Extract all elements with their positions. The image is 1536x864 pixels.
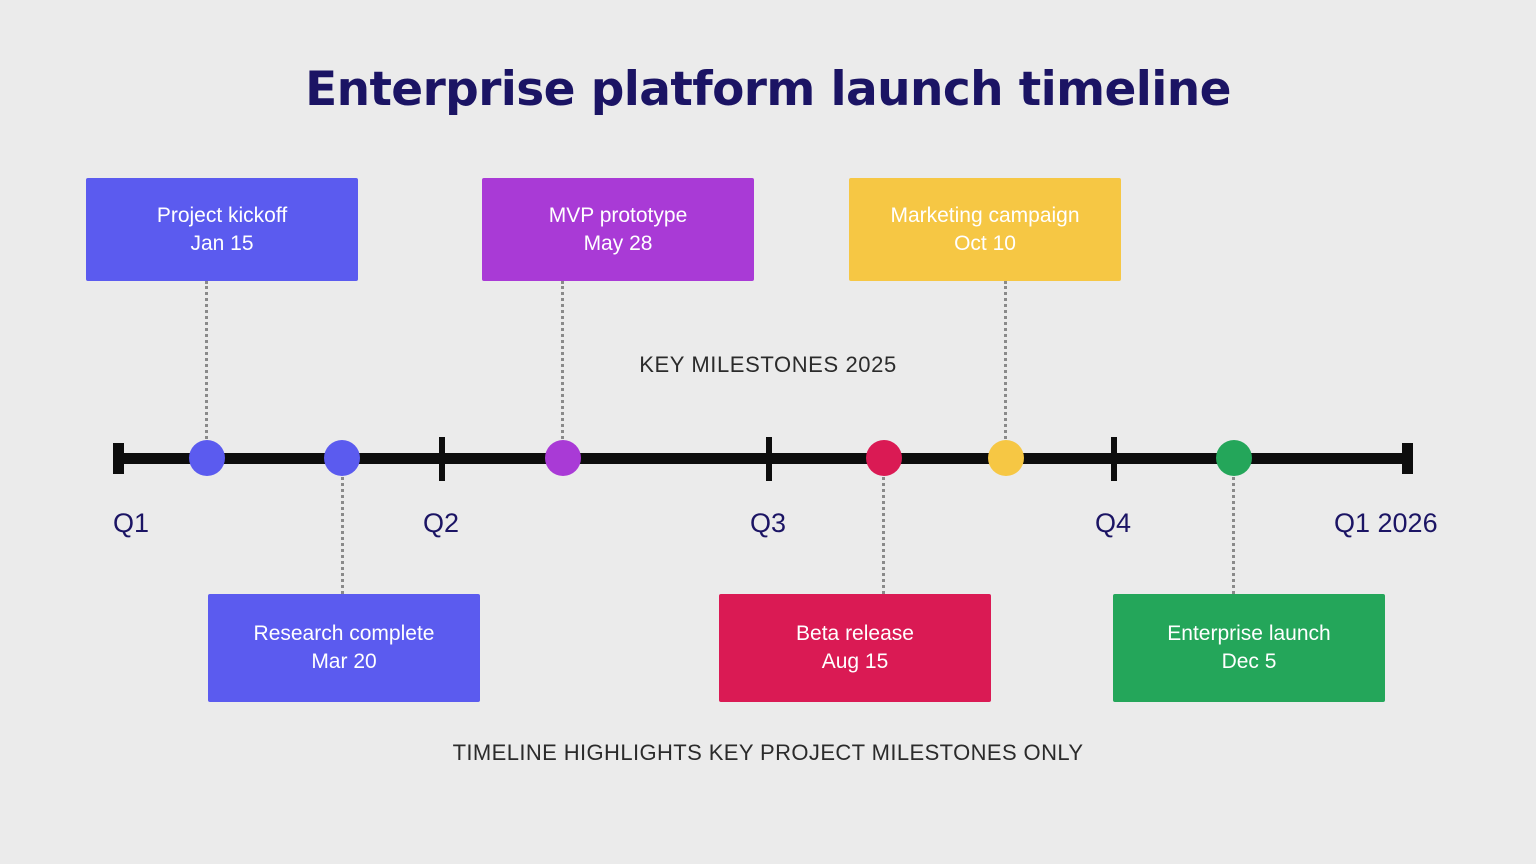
milestone-date: Jan 15: [190, 231, 254, 255]
milestone-card-project-kickoff[interactable]: Project kickoff Jan 15: [86, 178, 358, 281]
milestone-card-beta-release[interactable]: Beta release Aug 15: [719, 594, 991, 702]
milestone-date: Mar 20: [311, 650, 377, 673]
connector-line-mvp-prototype: [561, 281, 564, 445]
milestone-date: Dec 5: [1221, 650, 1277, 673]
axis-label-q2: Q2: [423, 508, 460, 538]
connector-line-marketing-campaign: [1004, 281, 1007, 445]
connector-line-enterprise-launch: [1232, 472, 1235, 594]
axis-tick-q3: [766, 437, 772, 481]
milestone-date: Aug 15: [821, 650, 889, 673]
milestone-dot-marketing-campaign[interactable]: [988, 440, 1024, 476]
connector-line-research-complete: [341, 472, 344, 594]
milestone-card-enterprise-launch[interactable]: Enterprise launch Dec 5: [1113, 594, 1385, 702]
milestone-date: Oct 10: [954, 231, 1016, 255]
milestone-date: May 28: [583, 231, 653, 255]
milestone-label: Marketing campaign: [890, 203, 1080, 227]
axis-tick-q4: [1111, 437, 1117, 481]
milestone-dot-beta-release[interactable]: [866, 440, 902, 476]
axis-label-q1: Q1: [113, 508, 150, 538]
milestone-dot-project-kickoff[interactable]: [189, 440, 225, 476]
milestone-card-mvp-prototype[interactable]: MVP prototype May 28: [482, 178, 754, 281]
milestone-dot-research-complete[interactable]: [324, 440, 360, 476]
milestone-label: Project kickoff: [156, 203, 288, 227]
axis-endcap-right: [1402, 443, 1413, 474]
milestone-label: MVP prototype: [548, 203, 688, 227]
page-title: Enterprise platform launch timeline: [305, 62, 1231, 117]
axis-label-q1-2026: Q1 2026: [1334, 508, 1438, 538]
connector-line-beta-release: [882, 472, 885, 594]
axis-label-q3: Q3: [750, 508, 787, 538]
milestone-label: Research complete: [253, 622, 435, 646]
milestone-card-research-complete[interactable]: Research complete Mar 20: [208, 594, 480, 702]
milestone-label: Enterprise launch: [1167, 622, 1331, 646]
milestone-card-marketing-campaign[interactable]: Marketing campaign Oct 10: [849, 178, 1121, 281]
axis-endcap-left: [113, 443, 124, 474]
footer-note: TIMELINE HIGHLIGHTS KEY PROJECT MILESTON…: [452, 740, 1084, 765]
connector-line-project-kickoff: [205, 281, 208, 445]
axis-tick-q2: [439, 437, 445, 481]
timeline-axis: [115, 453, 1410, 464]
milestone-dot-mvp-prototype[interactable]: [545, 440, 581, 476]
center-caption: KEY MILESTONES 2025: [639, 352, 897, 377]
axis-label-q4: Q4: [1095, 508, 1132, 538]
milestone-dot-enterprise-launch[interactable]: [1216, 440, 1252, 476]
milestone-label: Beta release: [796, 622, 914, 646]
